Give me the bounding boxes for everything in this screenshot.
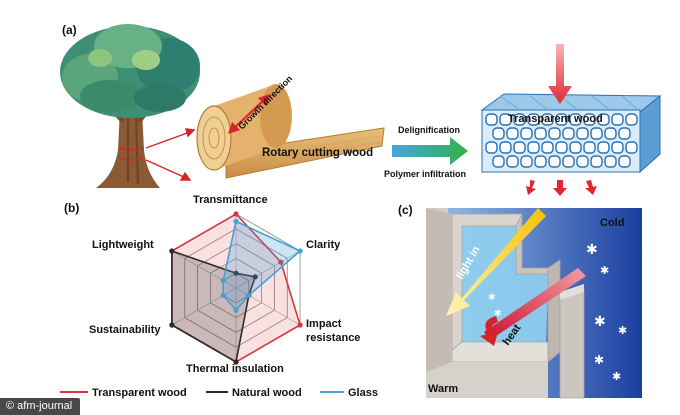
radar-point [233,359,239,365]
radar-point [233,218,239,224]
axis-label-transmittance: Transmittance [193,194,268,206]
heat-return-arrow [480,316,498,346]
transparent-wood-block [480,93,662,174]
radar-point [252,274,258,280]
window-illustration: ✱ ✱ ✱ ✱ ✱ ✱ ✱ ✱ [426,208,642,399]
cold-label: Cold [600,217,624,229]
log-and-veneer [196,84,385,179]
axis-label-lightweight: Lightweight [92,239,154,251]
radar-point [220,278,226,284]
heat-arrow [484,268,586,340]
transmitted-light-arrows [526,180,597,196]
light-in-arrow [446,208,546,316]
trunk-arrows [145,128,196,181]
axis-label-impact-2: resistance [306,332,360,344]
process-arrow [392,137,468,165]
legend-transparent-wood: Transparent wood [92,387,187,399]
svg-text:✱: ✱ [612,370,621,383]
radar-spoke [235,250,301,289]
svg-text:✱: ✱ [488,293,496,303]
radar-point [297,248,303,254]
radar-point [233,307,239,313]
rotary-cutting-label: Rotary cutting wood [262,147,373,159]
snowflakes: ✱ ✱ ✱ ✱ ✱ ✱ ✱ ✱ [488,242,627,383]
axis-label-sustainability: Sustainability [89,324,161,336]
legend-glass: Glass [348,387,378,399]
panel-c-label: (c) [398,203,413,217]
legend-natural-wood: Natural wood [232,387,302,399]
polymer-infiltration-label: Polymer infiltration [384,169,466,179]
legend: Transparent wood Natural wood Glass [60,387,378,399]
svg-text:✱: ✱ [594,353,604,367]
warm-label: Warm [428,383,458,395]
radar-point [220,292,226,298]
radar-point [246,292,252,298]
radar-point [233,270,239,276]
image-credit: © afm-journal [0,398,81,415]
svg-text:✱: ✱ [586,242,598,258]
svg-text:✱: ✱ [594,314,606,330]
svg-text:✱: ✱ [494,309,502,319]
delignification-label: Delignification [398,125,460,135]
axis-label-thermal-insulation: Thermal insulation [186,363,284,375]
tree-illustration [60,24,200,188]
axis-label-clarity: Clarity [306,239,341,251]
radar-point [297,322,303,328]
svg-text:✱: ✱ [600,264,609,277]
radar-point [233,211,239,217]
panel-b-label: (b) [64,201,79,215]
svg-text:✱: ✱ [618,324,627,337]
radar-point [278,259,284,265]
transparent-wood-label: Transparent wood [508,113,603,125]
axis-label-impact-1: Impact [306,318,342,330]
radar-point [169,248,175,254]
incident-light-arrow [548,44,572,104]
radar-point [169,322,175,328]
radar-chart [169,211,303,365]
panel-a-label: (a) [62,23,77,37]
